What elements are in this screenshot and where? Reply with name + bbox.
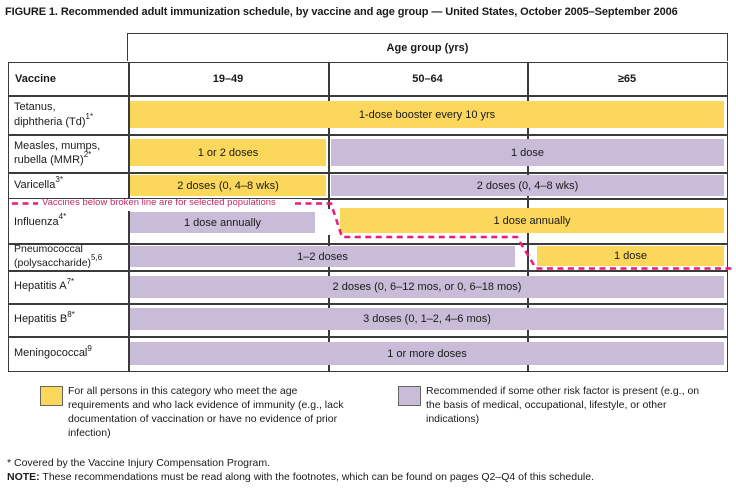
row-divider xyxy=(9,336,727,338)
mmr-bar-50-plus: 1 dose xyxy=(331,139,724,166)
broken-line-strip xyxy=(9,199,312,211)
column-header-19-49: 19–49 xyxy=(212,73,244,85)
legend-text-risk-factor: Recommended if some other risk factor is… xyxy=(426,385,700,425)
vaccine-label-hepatitis-a: Hepatitis A7* xyxy=(14,276,75,293)
vaccine-label-mmr: Measles, mumps, rubella (MMR)2* xyxy=(14,139,101,166)
vaccine-label-pneumococcal: Pneumococcal (polysaccharide)5,6 xyxy=(14,242,103,269)
column-header-50-64: 50–64 xyxy=(412,73,443,85)
row-divider xyxy=(9,95,727,97)
column-header-vaccine: Vaccine xyxy=(15,73,56,85)
pneumococcal-bar-65plus: 1 dose xyxy=(537,246,724,266)
mmr-bar-19-49: 1 or 2 doses xyxy=(130,139,326,166)
legend-text-for-all: For all persons in this category who mee… xyxy=(68,385,344,439)
meningococcal-bar-all-ages: 1 or more doses xyxy=(130,342,724,365)
row-divider xyxy=(9,172,727,174)
schedule-table: Vaccine 19–49 50–64 ≥65 Tetanus, diphthe… xyxy=(8,62,728,372)
footnote-star: * Covered by the Vaccine Injury Compensa… xyxy=(7,457,271,469)
legend-swatch-yellow xyxy=(40,386,63,406)
hepatitis-a-bar-all-ages: 2 doses (0, 6–12 mos, or 0, 6–18 mos) xyxy=(130,276,724,298)
vaccine-label-influenza: Influenza4* xyxy=(14,212,67,228)
figure-title: FIGURE 1. Recommended adult immunization… xyxy=(5,6,678,18)
broken-line-note: Vaccines below broken line are for selec… xyxy=(42,197,276,208)
line-mask xyxy=(326,209,331,235)
vaccine-label-hepatitis-b: Hepatitis B8* xyxy=(14,309,75,326)
varicella-bar-50-plus: 2 doses (0, 4–8 wks) xyxy=(331,175,724,196)
hepatitis-b-bar-all-ages: 3 doses (0, 1–2, 4–6 mos) xyxy=(130,308,724,330)
row-divider xyxy=(9,303,727,305)
column-header-65plus: ≥65 xyxy=(617,73,637,85)
influenza-bar-19-49: 1 dose annually xyxy=(130,212,315,233)
footnote-note-label: NOTE: xyxy=(7,471,40,483)
pneumococcal-bar-19-64: 1–2 doses xyxy=(130,246,515,267)
legend-swatch-purple xyxy=(398,386,421,406)
vaccine-label-varicella: Varicella3* xyxy=(14,175,63,191)
age-group-header: Age group (yrs) xyxy=(127,33,728,61)
column-divider xyxy=(128,63,130,371)
row-divider xyxy=(9,198,727,200)
influenza-bar-50-plus: 1 dose annually xyxy=(340,208,724,233)
row-divider xyxy=(9,134,727,136)
footnote-note: NOTE: These recommendations must be read… xyxy=(7,471,594,483)
varicella-bar-19-49: 2 doses (0, 4–8 wks) xyxy=(130,175,326,196)
tetanus-bar-all-ages: 1-dose booster every 10 yrs xyxy=(130,101,724,128)
row-divider xyxy=(9,270,727,272)
footnote-note-text: These recommendations must be read along… xyxy=(42,471,594,483)
vaccine-label-meningococcal: Meningococcal9 xyxy=(14,343,92,360)
vaccine-label-tetanus: Tetanus, diphtheria (Td)1* xyxy=(14,101,94,128)
